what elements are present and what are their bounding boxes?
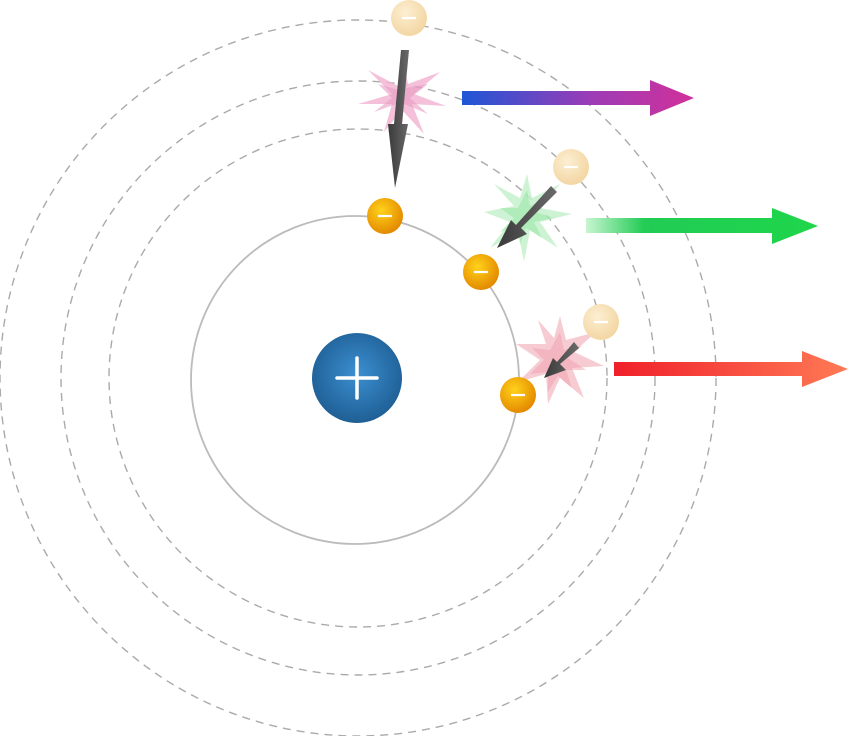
excited-orbit-2 [60,80,656,676]
excited-orbit-1 [108,128,608,628]
electron-lower [500,377,536,413]
photon-arrow-violet [462,80,694,116]
photon-arrow-red [614,351,848,387]
transition-arrow-green [497,186,557,248]
transition-arrow-red [544,342,579,378]
photon-arrow-green [586,208,818,244]
ghost-electron-red [583,304,619,340]
nucleus [312,333,402,423]
electron-top [367,198,403,234]
ghost-electron-violet [391,0,427,36]
transition-arrow-violet [388,50,409,188]
plus-icon [335,356,379,400]
electron-middle [463,254,499,290]
excited-orbit-3 [0,19,717,736]
ghost-electron-green [553,149,589,185]
